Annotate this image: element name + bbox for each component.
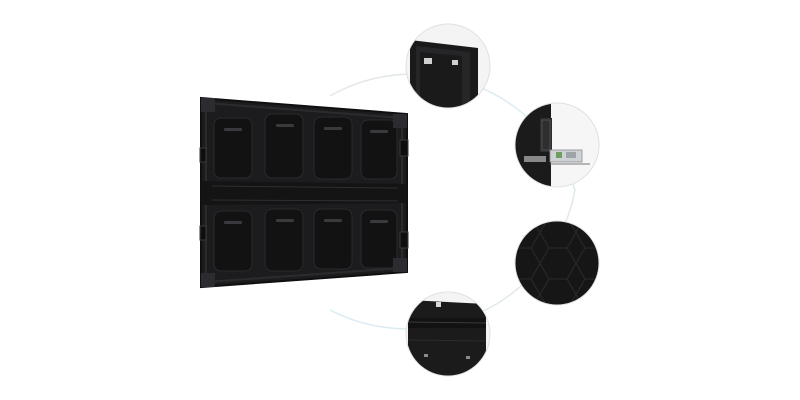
corner-frame-detail	[405, 23, 491, 109]
led-cabinet	[199, 96, 409, 289]
hexagon-texture-detail	[514, 220, 600, 306]
bottom-edge-detail	[405, 291, 491, 377]
side-connector-detail	[514, 102, 600, 188]
module-panel-bottom-row	[213, 208, 398, 272]
module-panel-top-row	[213, 113, 398, 180]
